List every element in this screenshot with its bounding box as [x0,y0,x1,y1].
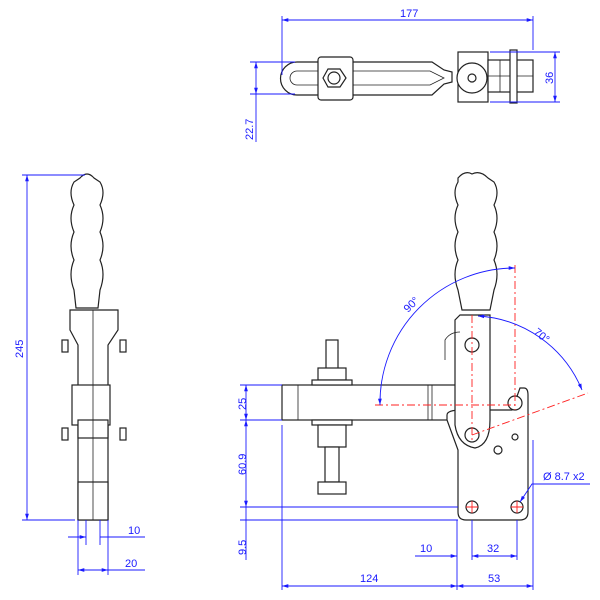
dim-32: 32 [487,543,499,555]
top-view: 177 36 22.7 [244,8,560,142]
front-view: 90° 70° 25 60.9 9.5 124 53 10 32 Ø 8.7 x… [237,172,590,590]
dim-53: 53 [488,573,500,585]
angle-90: 90° [402,295,422,315]
dim-245: 245 [14,340,26,358]
dim-20-side: 20 [125,558,137,570]
dim-25: 25 [237,398,249,410]
dim-60-9: 60.9 [237,454,249,475]
clamp-arm [281,384,458,421]
angle-70: 70° [531,326,551,346]
dim-9-5: 9.5 [237,540,249,555]
dim-36: 36 [544,72,556,84]
side-view: 245 10 20 [14,173,145,575]
dim-124: 124 [360,573,378,585]
handle-grip-front [454,172,498,311]
arm-outline [279,61,453,96]
handle-grip [70,173,104,309]
dim-10-front: 10 [420,543,432,555]
hole-callout: Ø 8.7 x2 [543,471,585,483]
dim-22-7: 22.7 [244,119,256,140]
dim-177: 177 [400,8,418,20]
dim-10-side: 10 [128,525,140,537]
